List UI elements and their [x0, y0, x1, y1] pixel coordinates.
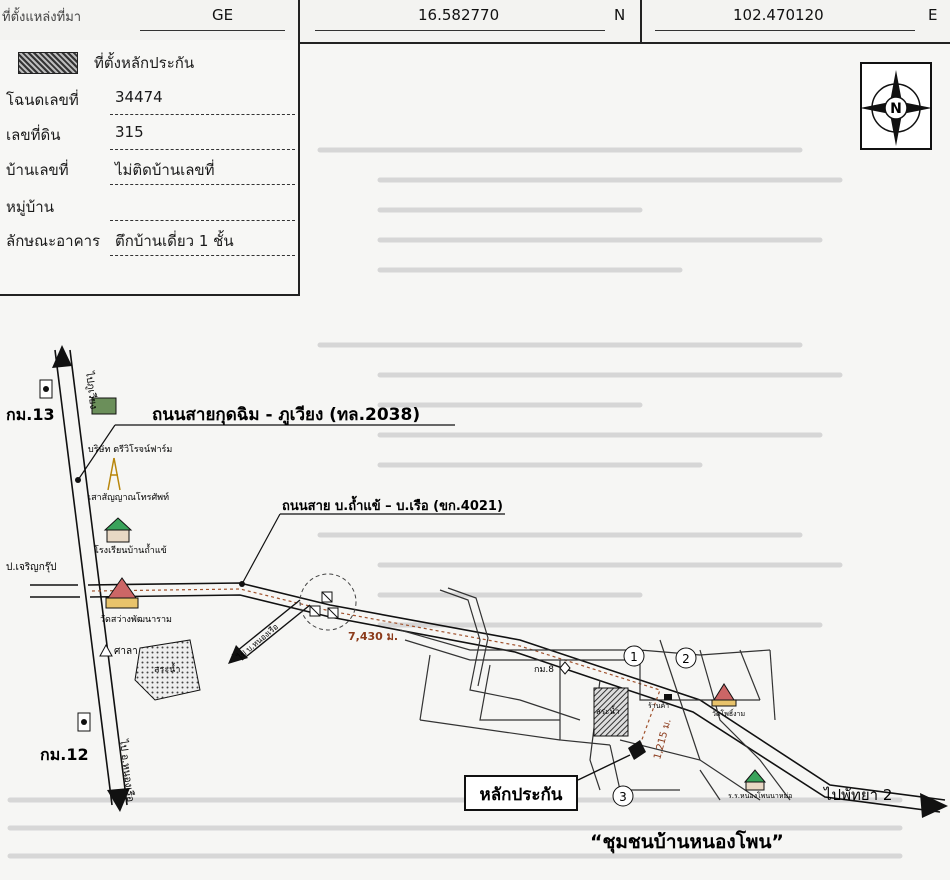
- distance-1-label: 7,430 ม.: [348, 630, 398, 643]
- info-dash: [110, 255, 295, 256]
- legend-label: ที่ตั้งหลักประกัน: [94, 54, 195, 72]
- property-info-box: ที่ตั้งหลักประกัน โฉนดเลขที่ 34474 เลขที…: [0, 40, 300, 296]
- info-value-land-no: 315: [115, 123, 144, 141]
- vertical-highway: [54, 349, 113, 806]
- faded-bottom-text: [7, 797, 903, 859]
- collateral-label-box: [464, 775, 578, 811]
- info-dash: [110, 220, 295, 221]
- coordinate-bar: ที่ตั้งแหล่งที่มา GE 16.582770 N 102.470…: [0, 0, 950, 44]
- sala-label: ศาลา: [114, 646, 138, 657]
- marker-circle-2: [675, 647, 697, 669]
- info-dash: [110, 184, 295, 185]
- pond-label: สระน้ำ: [154, 662, 180, 675]
- p-charoen-label: ป.เจริญกรุ๊ป: [6, 561, 56, 573]
- school-community-icon: [743, 769, 767, 791]
- temple-icon: [105, 577, 139, 609]
- info-label-village: หมู่บ้าน: [6, 198, 54, 216]
- divider-2: [640, 0, 642, 42]
- location-map: 1 2 3 ถนนสายกุดฉิม - ภูเวียง (ทล.2038) ถ…: [6, 345, 948, 854]
- arrow-down-icon: [107, 788, 130, 812]
- community-streets: [399, 587, 791, 801]
- to-banruea-label: ไป บ.หนองเรือ: [235, 622, 280, 662]
- info-label-land-no: เลขที่ดิน: [6, 126, 61, 144]
- latitude-direction: N: [614, 6, 626, 24]
- road-main-label: ถนนสายกุดฉิม - ภูเวียง (ทล.2038): [152, 404, 420, 426]
- temple-pho-label: วัดโพธิ์งาม: [712, 708, 745, 718]
- company-label: บริษัท ตรีวิโรจน์ฟาร์ม: [88, 443, 172, 455]
- coordinate-label: ที่ตั้งแหล่งที่มา: [2, 10, 82, 25]
- info-label-deed: โฉนดเลขที่: [6, 91, 79, 109]
- longitude-underline: [655, 30, 915, 31]
- latitude-value: 16.582770: [418, 6, 500, 24]
- to-phatya-label: ไปพัทยา 2: [823, 786, 892, 804]
- info-dash: [110, 114, 295, 115]
- arrow-up-icon: [52, 345, 72, 368]
- secondary-road: [87, 582, 946, 801]
- longitude-direction: E: [928, 6, 938, 24]
- to-phuwiang-label: ไปภูเวียง: [83, 370, 100, 410]
- pond-west: [134, 639, 201, 701]
- pond-parcel: [593, 687, 629, 737]
- collateral-label: หลักประกัน: [480, 785, 563, 805]
- school-label: โรงเรียนบ้านถ้ำแข้: [94, 543, 167, 556]
- tower-label: เสาสัญญาณโทรศัพท์: [88, 491, 169, 503]
- hatched-legend-swatch: [18, 52, 78, 74]
- zone-value: GE: [212, 6, 234, 24]
- info-value-building-type: ตึกบ้านเดี่ยว 1 ชั้น: [115, 232, 234, 250]
- temple-sawang-label: วัดสว่างพัฒนาราม: [100, 615, 172, 625]
- marker-number-2: 2: [682, 652, 690, 666]
- tower-icon: [107, 457, 121, 491]
- arrow-spur-icon: [228, 645, 248, 664]
- junction-circle: [299, 573, 357, 631]
- collateral-marker: [628, 740, 646, 760]
- pond2-label: สระน้ำ: [596, 705, 619, 716]
- factory-icon: [91, 397, 117, 415]
- km8-label: กม.8: [534, 665, 554, 675]
- community-name-label: “ชุมชนบ้านหนองโพน”: [590, 830, 784, 854]
- zone-underline: [140, 30, 285, 31]
- info-dash: [110, 149, 295, 150]
- school2-label: ร.ร.หนองโพนนาหม่อ: [728, 791, 792, 800]
- compass-letter: N: [890, 101, 902, 117]
- km13-label: กม.13: [6, 405, 55, 424]
- latitude-underline: [315, 30, 605, 31]
- sala-icon: [99, 643, 113, 657]
- km8-marker-icon: [559, 661, 571, 675]
- info-label-house-no: บ้านเลขที่: [6, 161, 69, 179]
- info-label-building-type: ลักษณะอาคาร: [6, 232, 101, 250]
- temple-pho-icon: [711, 683, 737, 707]
- marker-number-3: 3: [619, 790, 627, 804]
- shop-icon: [664, 694, 672, 700]
- distance-2-label: 1,215 ม.: [652, 718, 673, 761]
- info-value-house-no: ไม่ติดบ้านเลขที่: [115, 161, 215, 179]
- longitude-value: 102.470120: [733, 6, 824, 24]
- info-value-deed: 34474: [115, 88, 163, 106]
- marker-circle-3: [612, 785, 634, 807]
- km-marker-icon: [77, 712, 91, 732]
- arrow-right-icon: [920, 793, 948, 818]
- km-marker-icon: [39, 379, 53, 399]
- school-icon: [103, 517, 133, 543]
- marker-number-1: 1: [630, 650, 638, 664]
- road-secondary-label: ถนนสาย บ.ถ้ำแข้ – บ.เรือ (ขก.4021): [282, 495, 503, 514]
- compass-icon: N: [860, 62, 932, 150]
- faded-background-text: [317, 147, 843, 628]
- shop-label: ร้านค้า: [648, 702, 669, 710]
- divider-1: [298, 0, 300, 42]
- marker-circle-1: [623, 645, 645, 667]
- km12-label: กม.12: [40, 745, 89, 764]
